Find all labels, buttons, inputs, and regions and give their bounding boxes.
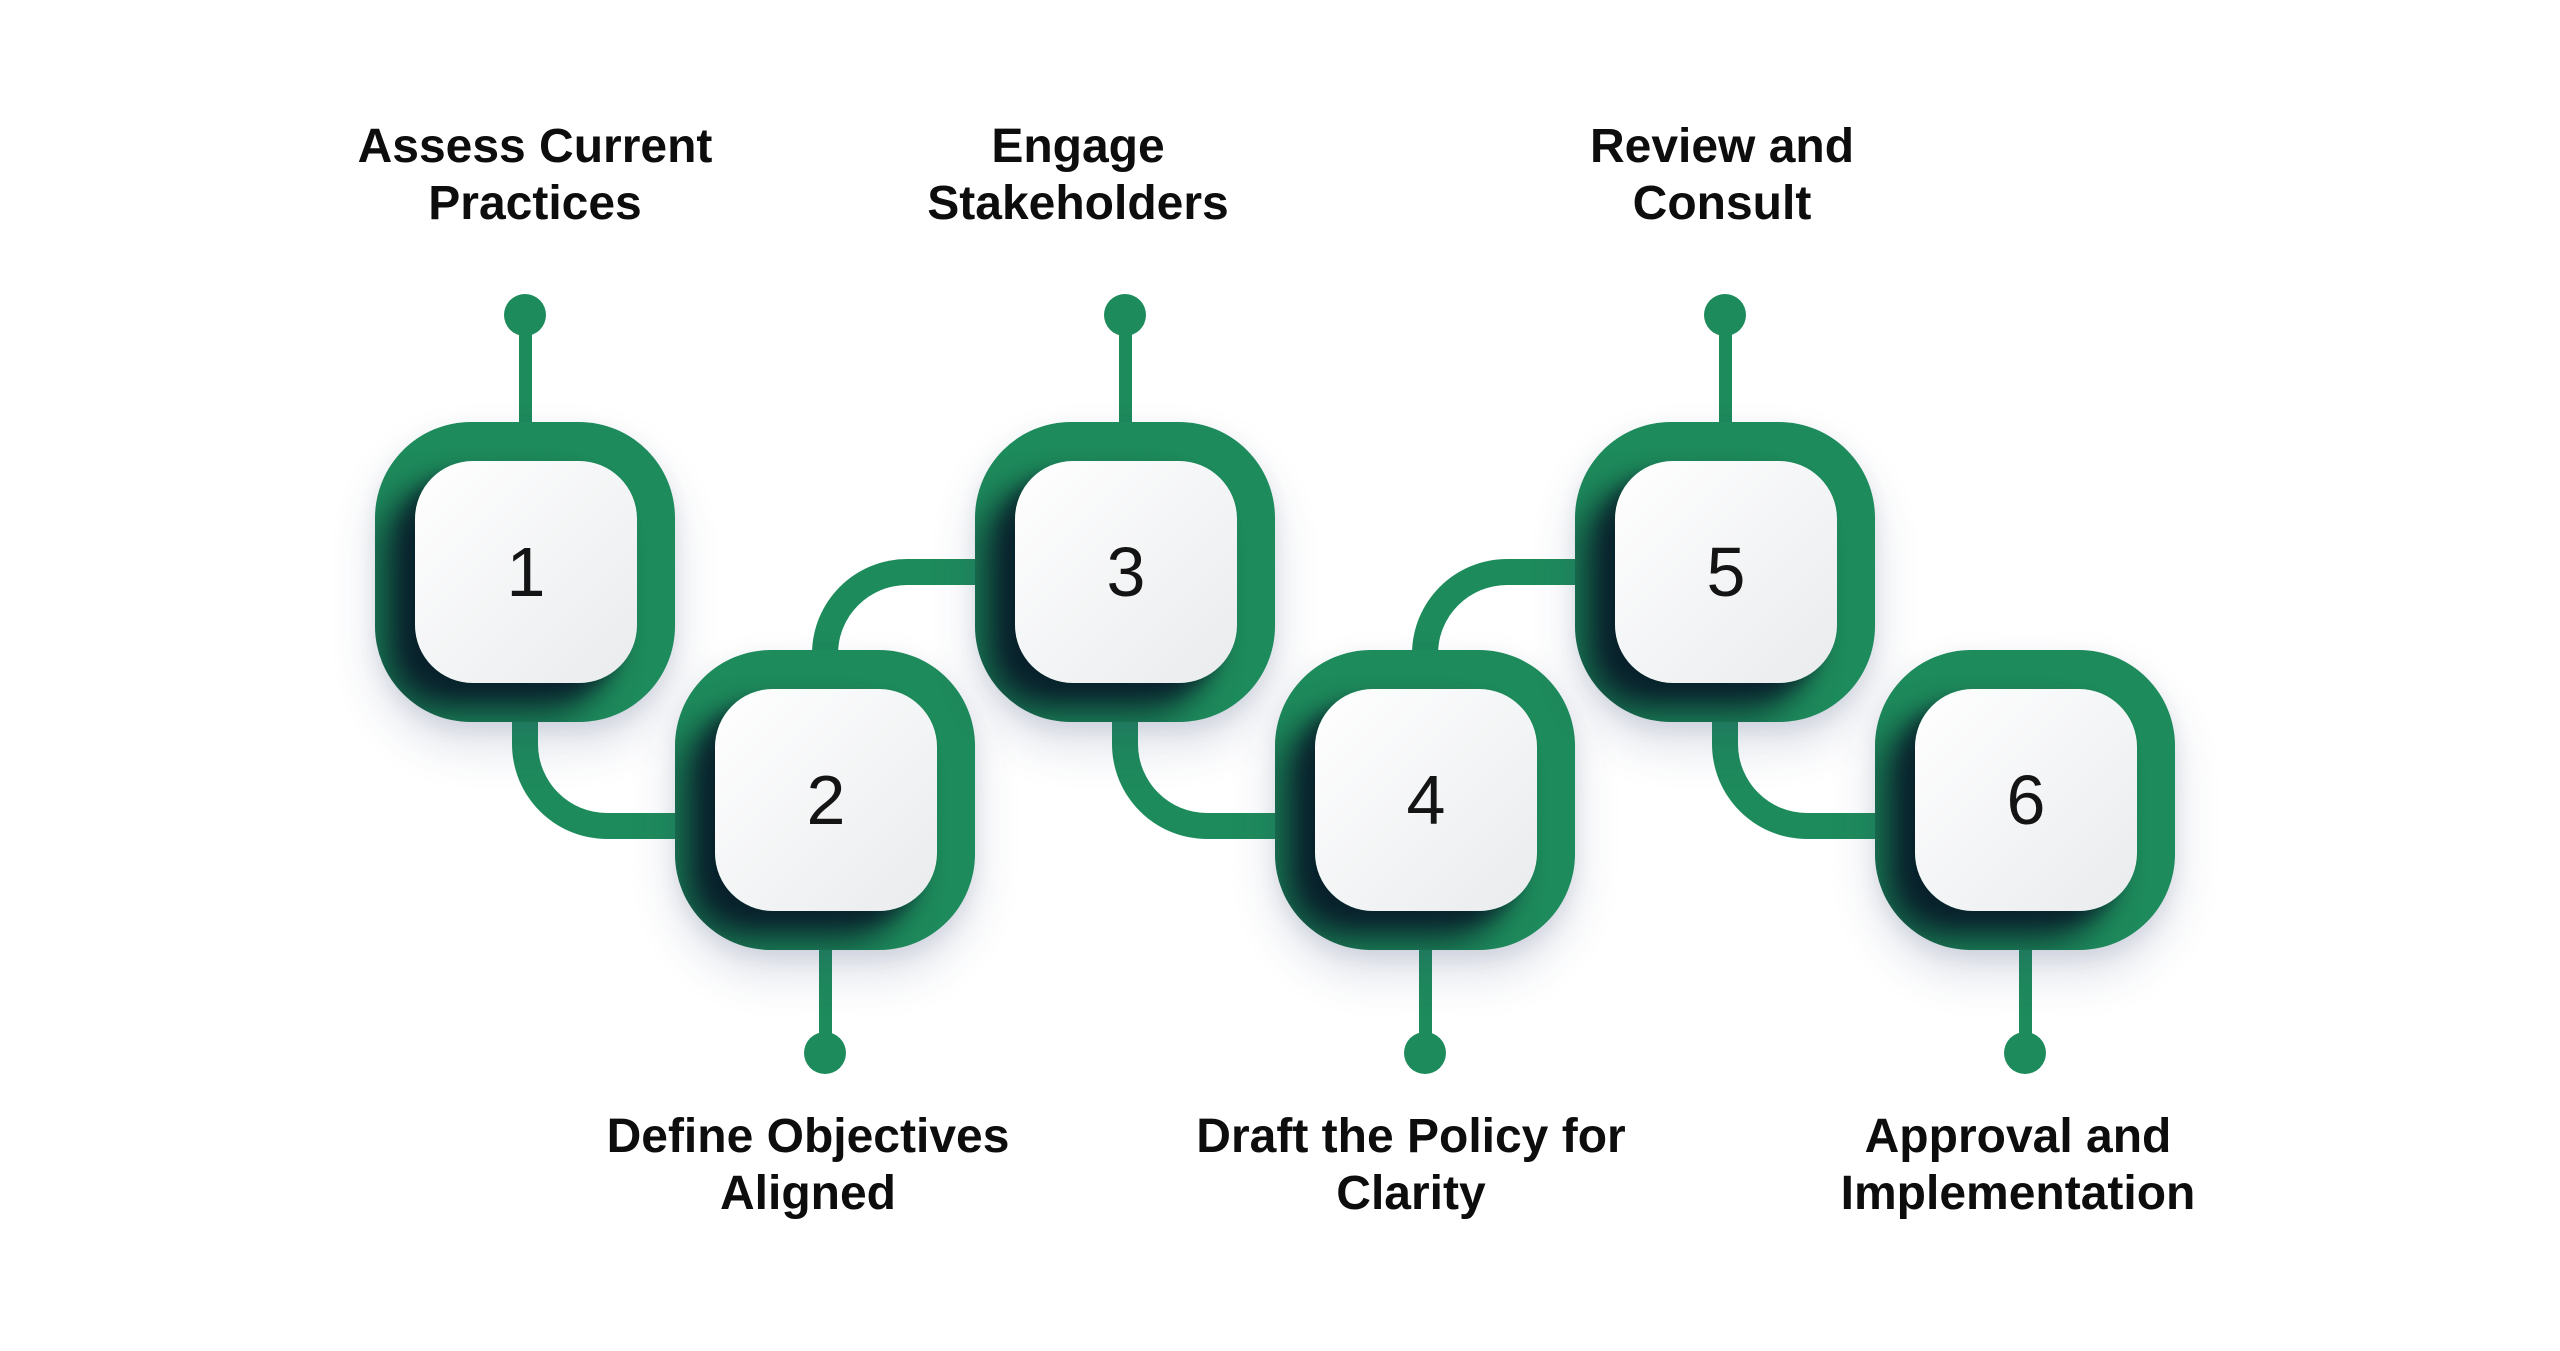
step-2-card: 2 — [715, 689, 937, 911]
step-5-card: 5 — [1615, 461, 1837, 683]
step-5-node: 5 — [1575, 422, 1875, 722]
step-6-stem-line — [2019, 947, 2032, 1053]
step-6-number: 6 — [2006, 761, 2046, 839]
step-5: Review and Consult 5 — [1475, 0, 1975, 1351]
step-4-number: 4 — [1406, 761, 1446, 839]
step-1-stem-line — [519, 315, 532, 425]
step-5-number: 5 — [1706, 533, 1746, 611]
step-1-card: 1 — [415, 461, 637, 683]
step-3-label: Engage Stakeholders — [927, 120, 1229, 230]
step-2: Define Objectives Aligned 2 — [575, 0, 1075, 1351]
step-6-label: Approval and Implementation — [1840, 1110, 2196, 1220]
step-4-label: Draft the Policy for Clarity — [1196, 1110, 1626, 1220]
step-2-number: 2 — [806, 761, 846, 839]
step-6: Approval and Implementation 6 — [1775, 0, 2275, 1351]
step-4-card: 4 — [1315, 689, 1537, 911]
step-5-stem-line — [1719, 315, 1732, 425]
step-6-card: 6 — [1915, 689, 2137, 911]
step-1-number: 1 — [506, 533, 546, 611]
step-3-card: 3 — [1015, 461, 1237, 683]
step-1-label: Assess Current Practices — [357, 120, 713, 230]
step-2-label: Define Objectives Aligned — [606, 1110, 1010, 1220]
step-4-stem-line — [1419, 947, 1432, 1053]
step-4: Draft the Policy for Clarity 4 — [1175, 0, 1675, 1351]
step-3-node: 3 — [975, 422, 1275, 722]
step-3-number: 3 — [1106, 533, 1146, 611]
step-3: Engage Stakeholders 3 — [875, 0, 1375, 1351]
step-4-node: 4 — [1275, 650, 1575, 950]
step-1: Assess Current Practices 1 — [275, 0, 775, 1351]
step-1-node: 1 — [375, 422, 675, 722]
step-5-label: Review and Consult — [1589, 120, 1855, 230]
step-3-stem-line — [1119, 315, 1132, 425]
step-6-node: 6 — [1875, 650, 2175, 950]
step-2-node: 2 — [675, 650, 975, 950]
step-2-stem-line — [819, 947, 832, 1053]
